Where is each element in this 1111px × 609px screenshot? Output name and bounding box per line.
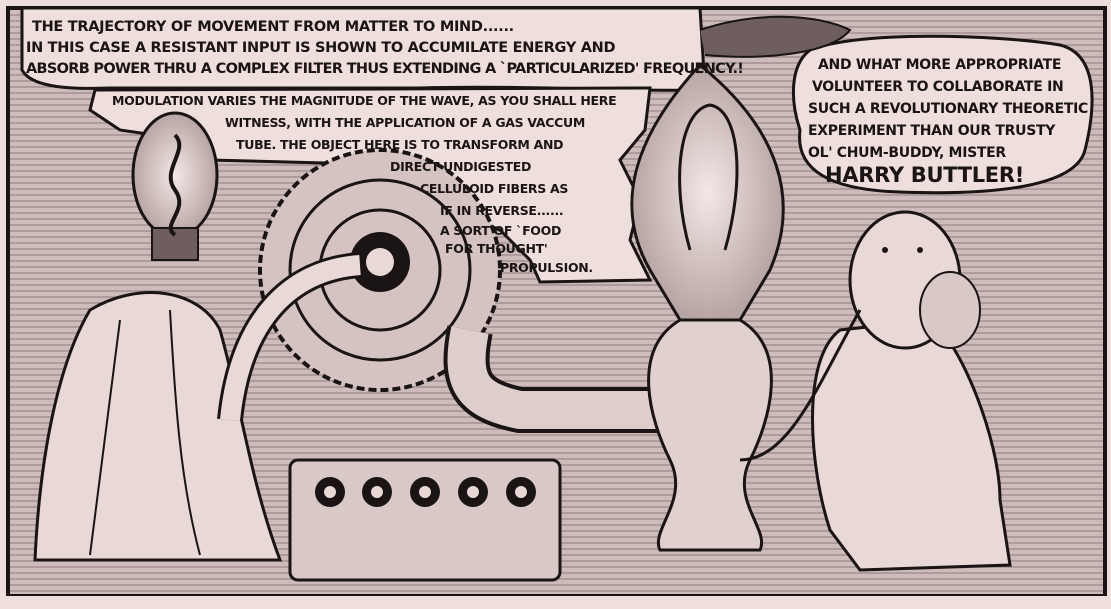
balloon-right-line: AND WHAT MORE APPROPRIATE bbox=[818, 57, 1062, 73]
balloon-middle-line: FOR THOUGHT' bbox=[445, 241, 548, 256]
balloon-right-line: EXPERIMENT THAN OUR TRUSTY bbox=[808, 123, 1056, 139]
balloon-middle-line: A SORT OF `FOOD bbox=[440, 223, 562, 238]
gas-vacuum-tube bbox=[630, 62, 785, 552]
balloon-right-line: OL' CHUM-BUDDY, MISTER bbox=[808, 145, 1006, 161]
robed-bulb-headed-figure bbox=[33, 111, 283, 562]
balloon-top-line: ABSORB POWER THRU A COMPLEX FILTER THUS … bbox=[26, 61, 744, 77]
machine-base bbox=[288, 458, 562, 582]
speech-balloon-right bbox=[791, 34, 1094, 195]
balloon-top-line: IN THIS CASE A RESISTANT INPUT IS SHOWN … bbox=[26, 40, 616, 56]
filter-machine bbox=[217, 148, 660, 582]
balloon-middle-line: WITNESS, WITH THE APPLICATION OF A GAS V… bbox=[225, 115, 586, 130]
balloon-right-name: HARRY BUTTLER! bbox=[825, 163, 1025, 187]
balloon-right-line: SUCH A REVOLUTIONARY THEORETIC bbox=[808, 101, 1088, 117]
balloon-middle-line: PROPULSION. bbox=[500, 260, 593, 275]
vase bbox=[647, 318, 773, 552]
harry-buttler-figure bbox=[739, 210, 1012, 572]
balloon-middle-line: IF IN REVERSE...... bbox=[440, 203, 564, 218]
wave-tail bbox=[699, 15, 852, 58]
balloon-middle-line: MODULATION VARIES THE MAGNITUDE OF THE W… bbox=[112, 93, 617, 108]
balloon-middle-line: TUBE. THE OBJECT HERE IS TO TRANSFORM AN… bbox=[236, 137, 564, 152]
balloon-top-line: THE TRAJECTORY OF MOVEMENT FROM MATTER T… bbox=[32, 19, 514, 35]
balloon-middle-line: DIRECT UNDIGESTED bbox=[390, 159, 532, 174]
balloon-middle-line: CELLULOID FIBERS AS bbox=[420, 181, 569, 196]
balloon-right-line: VOLUNTEER TO COLLABORATE IN bbox=[812, 79, 1064, 95]
